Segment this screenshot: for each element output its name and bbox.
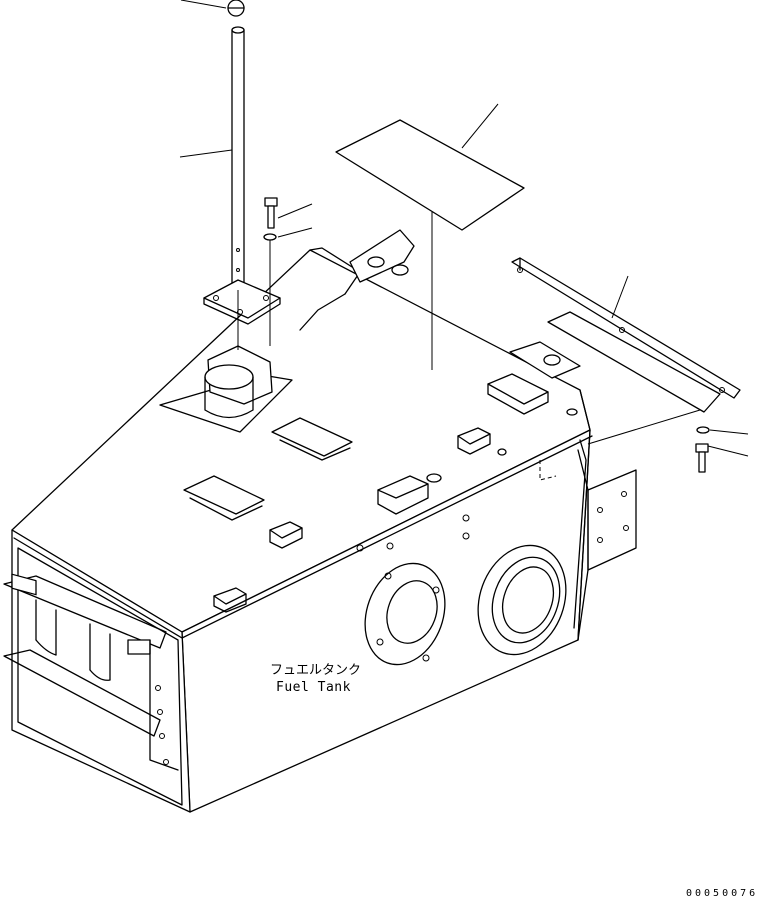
side-flange-bracket (577, 449, 637, 641)
rear-top-bracket (349, 229, 581, 379)
top-cover-plate (335, 103, 525, 370)
tank-label-japanese: フュエルタンク (270, 663, 361, 678)
tank-label-english: Fuel Tank (276, 680, 351, 695)
side-mounting-bar (511, 257, 741, 445)
bolt-and-washer-left (263, 197, 313, 346)
bolt-and-washer-right (695, 426, 749, 473)
top-mounting-pads (183, 373, 578, 613)
inspection-covers (356, 514, 567, 666)
gauge-cap (180, 0, 245, 17)
gauge-rod (179, 26, 281, 350)
tank-end-frame (3, 547, 183, 806)
drawing-number: 00050076 (686, 888, 758, 899)
